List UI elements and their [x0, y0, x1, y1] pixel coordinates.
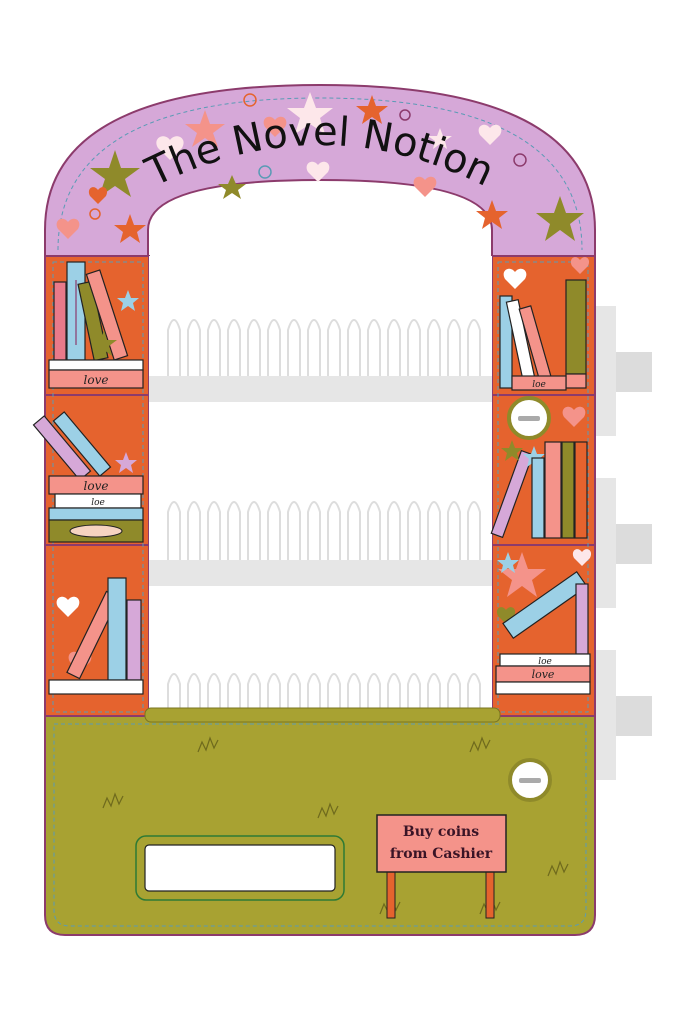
heart-icon — [413, 176, 437, 197]
svg-text:love: love — [84, 373, 109, 387]
svg-text:loe: loe — [532, 380, 546, 390]
side-handle-1[interactable] — [616, 352, 652, 392]
shelf-1 — [149, 376, 492, 402]
star-icon — [114, 214, 146, 243]
coil-row-1[interactable] — [167, 319, 481, 378]
heart-icon — [306, 161, 330, 182]
heart-icon — [88, 187, 108, 204]
star-icon — [185, 110, 225, 147]
svg-text:loe: loe — [538, 657, 552, 667]
heart-icon — [56, 218, 80, 239]
sign-line-1: Buy coins — [403, 824, 479, 840]
coil-row-3[interactable] — [167, 673, 481, 712]
arch-decorations — [56, 92, 584, 243]
svg-text:loe: loe — [91, 498, 105, 508]
coil-row-2[interactable] — [167, 501, 481, 560]
heart-icon — [263, 116, 287, 137]
sign-line-2: from Cashier — [390, 846, 493, 862]
grass-tufts — [102, 736, 569, 915]
star-icon — [90, 150, 140, 197]
side-handle-3[interactable] — [616, 696, 652, 736]
svg-text:love: love — [84, 479, 109, 493]
star-icon — [428, 128, 452, 149]
side-panel — [594, 306, 652, 780]
coin-slot-upper[interactable] — [507, 396, 551, 440]
product-shelves — [149, 319, 492, 712]
heart-icon — [156, 136, 184, 160]
machine-base — [44, 715, 596, 936]
right-books: loe loe love — [490, 257, 592, 695]
product-window — [149, 256, 492, 718]
coin-slot-lower[interactable] — [508, 758, 552, 802]
cashier-sign: Buy coins from Cashier — [376, 814, 507, 919]
star-icon — [536, 196, 584, 241]
star-icon — [287, 92, 333, 134]
star-icon — [476, 200, 508, 229]
svg-text:love: love — [532, 668, 555, 681]
side-handle-2[interactable] — [616, 524, 652, 564]
star-icon — [218, 175, 246, 199]
heart-icon — [478, 124, 502, 145]
dispense-tray[interactable] — [135, 835, 345, 901]
left-books: love love loe — [32, 261, 144, 695]
shelf-2 — [149, 560, 492, 586]
star-icon — [356, 95, 388, 124]
